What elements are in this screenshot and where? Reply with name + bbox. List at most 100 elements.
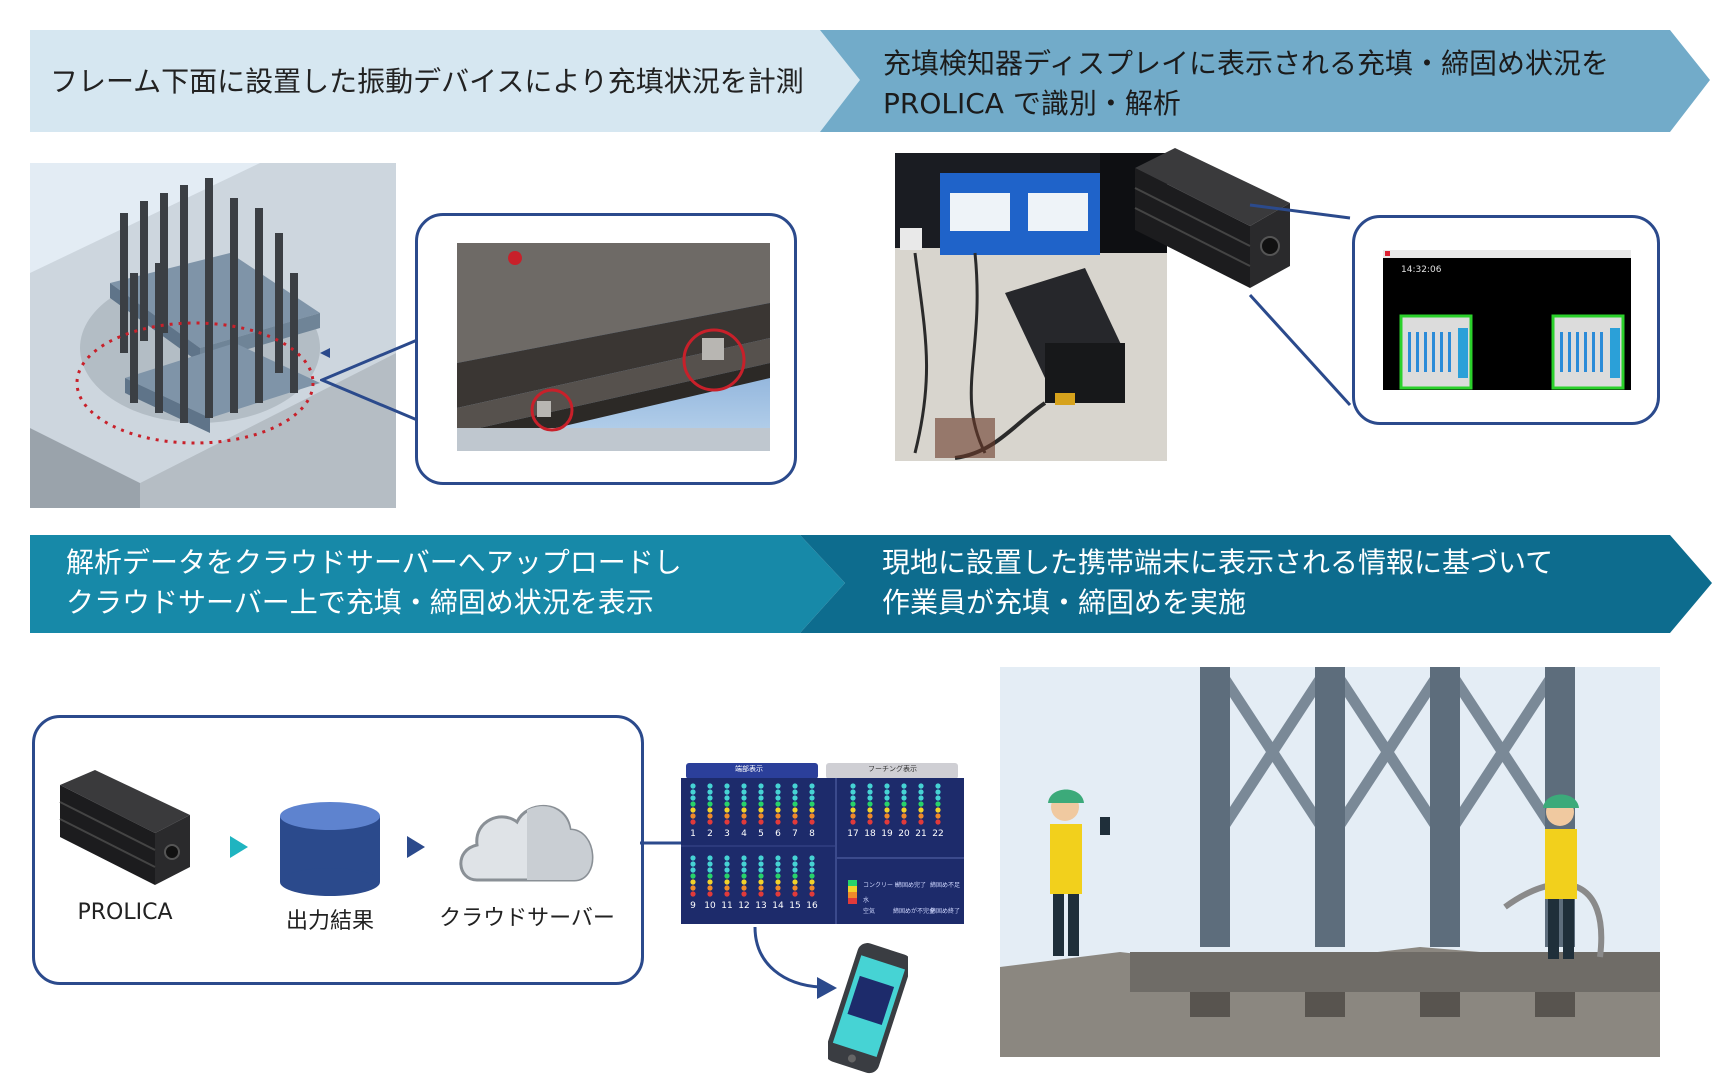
worker-right xyxy=(1543,794,1579,959)
sensor-number: 16 xyxy=(806,901,818,911)
sensor-dot xyxy=(809,813,815,819)
sensor-dot xyxy=(741,801,747,807)
sensor-dot xyxy=(935,801,941,807)
dash-tab-active[interactable]: 端部表示 xyxy=(735,765,763,773)
sensor-number: 8 xyxy=(809,829,815,839)
sensor-dot xyxy=(724,861,730,867)
sensor-dot xyxy=(741,819,747,825)
sensor-column: 7 xyxy=(792,783,798,839)
sensor-dot xyxy=(867,807,873,813)
sensor-dot xyxy=(775,885,781,891)
sensor-number: 21 xyxy=(915,829,926,839)
sensor-number: 18 xyxy=(864,829,876,839)
sensor-dot xyxy=(935,783,941,789)
sensor-dot xyxy=(690,801,696,807)
sensor-dot xyxy=(690,891,696,897)
sensor-dot xyxy=(690,795,696,801)
step-2-line-1: 充填検知器ディスプレイに表示される充填・締固め状況を xyxy=(883,47,1610,80)
sensor-dot xyxy=(758,855,764,861)
dash-legend xyxy=(848,880,857,904)
sensor-dot xyxy=(850,789,856,795)
sensor-column: 6 xyxy=(775,783,781,839)
sensor-dot xyxy=(724,807,730,813)
sensor-dot xyxy=(741,879,747,885)
step-3-line-1: 解析データをクラウドサーバーへアップロードし xyxy=(66,546,682,579)
sensor-dot xyxy=(867,819,873,825)
dash-tab-inactive[interactable]: フーチング表示 xyxy=(868,765,917,773)
sensor-column: 1 xyxy=(690,783,696,839)
flow-arrow-1 xyxy=(230,836,248,858)
sensor-dot xyxy=(809,867,815,873)
sensor-column: 21 xyxy=(915,783,927,839)
sensor-dot xyxy=(901,813,907,819)
sensor-dot xyxy=(792,861,798,867)
database-icon xyxy=(280,802,380,896)
sensor-dot xyxy=(918,783,924,789)
sensor-dot xyxy=(792,873,798,879)
banner-row-1 xyxy=(30,30,1710,132)
sensor-dot xyxy=(809,879,815,885)
sensor-dot xyxy=(690,873,696,879)
sensor-dot xyxy=(758,885,764,891)
sensor-column: 2 xyxy=(707,783,713,839)
sensor-dot xyxy=(775,855,781,861)
sensor-dot xyxy=(690,885,696,891)
sensor-number: 13 xyxy=(755,901,766,911)
sensor-dot xyxy=(792,879,798,885)
sensor-dot xyxy=(775,813,781,819)
sensor-column: 11 xyxy=(721,855,733,911)
sensor-dot xyxy=(809,861,815,867)
sensor-dot xyxy=(741,789,747,795)
sensor-column: 13 xyxy=(755,855,767,911)
sensor-dot xyxy=(935,789,941,795)
sensor-dot xyxy=(792,885,798,891)
sensor-dot xyxy=(724,789,730,795)
sensor-dot xyxy=(690,855,696,861)
sensor-column: 8 xyxy=(809,783,815,839)
sensor-dot xyxy=(775,819,781,825)
sensor-dot xyxy=(707,807,713,813)
sensor-dot xyxy=(918,789,924,795)
sensor-dot xyxy=(775,873,781,879)
sensor-dot xyxy=(809,873,815,879)
sensor-dot xyxy=(758,807,764,813)
step-1-text: フレーム下面に設置した振動デバイスにより充填状況を計測 xyxy=(50,65,804,98)
sensor-number: 19 xyxy=(881,829,893,839)
sensor-dot xyxy=(809,891,815,897)
cloud-icon xyxy=(459,805,594,882)
sensor-dot xyxy=(809,855,815,861)
sensor-dot xyxy=(792,783,798,789)
site-worker-scene xyxy=(1000,667,1660,1057)
sensor-dot xyxy=(758,879,764,885)
sensor-dot xyxy=(884,819,890,825)
step-2-line-2: PROLICA で識別・解析 xyxy=(883,87,1181,120)
sensor-column: 10 xyxy=(704,855,716,911)
sensor-number: 6 xyxy=(775,829,781,839)
sensor-number: 20 xyxy=(898,829,910,839)
sensor-dot xyxy=(901,795,907,801)
dashboard-to-phone-arrow xyxy=(753,926,837,999)
sensor-dot xyxy=(758,813,764,819)
step-4-line-1: 現地に設置した携帯端末に表示される情報に基づいて xyxy=(882,546,1554,579)
sensor-dot xyxy=(792,807,798,813)
dash-legend-air: 空気 xyxy=(863,908,876,915)
sensor-dot xyxy=(707,801,713,807)
frame-underside-photo xyxy=(457,243,770,451)
sensor-dot xyxy=(884,783,890,789)
sensor-dot xyxy=(707,885,713,891)
sensor-dot xyxy=(901,807,907,813)
sensor-dot xyxy=(809,783,815,789)
anchor-bolt-illustration xyxy=(30,163,396,508)
sensor-number: 11 xyxy=(721,901,732,911)
banner-row-2 xyxy=(30,535,1712,633)
sensor-dot xyxy=(792,855,798,861)
worker-left xyxy=(1048,789,1110,956)
sensor-dot xyxy=(741,873,747,879)
flow-arrow-2 xyxy=(407,836,425,858)
sensor-dot xyxy=(884,795,890,801)
sensor-dot xyxy=(741,783,747,789)
sensor-number: 22 xyxy=(932,829,943,839)
sensor-dot xyxy=(809,819,815,825)
sensor-dot xyxy=(724,801,730,807)
